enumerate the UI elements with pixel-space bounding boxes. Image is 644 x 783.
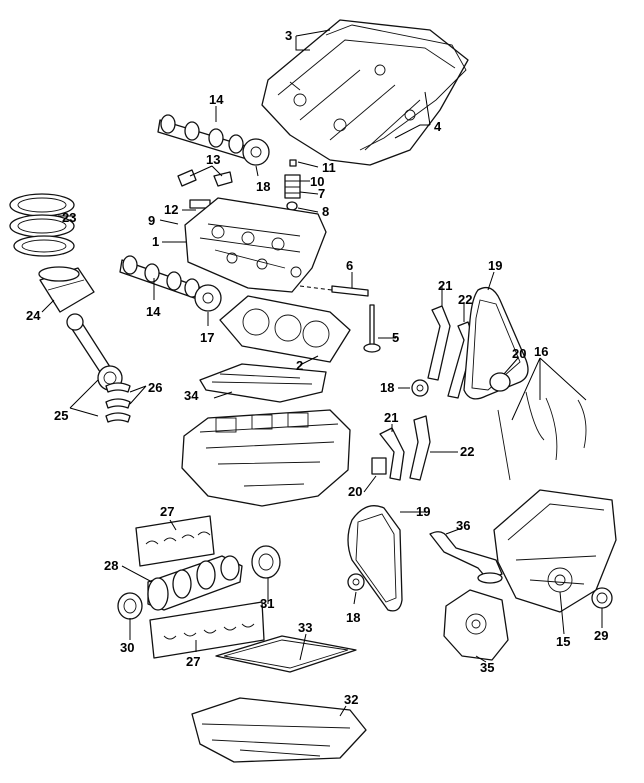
head-bolt [331, 285, 369, 297]
callout-20-upper: 20 [512, 346, 526, 361]
callout-29: 29 [594, 628, 608, 643]
callout-27-upper: 27 [160, 504, 174, 519]
connecting-rod [66, 313, 123, 391]
cylinder-head [184, 197, 327, 293]
timing-chain-lower [347, 505, 403, 612]
callout-18-bottom: 18 [346, 610, 360, 625]
callout-19-lower: 19 [416, 504, 430, 519]
callout-18-top: 18 [256, 179, 270, 194]
sprocket-lower [347, 573, 365, 591]
callout-6: 6 [346, 258, 353, 273]
callout-22-upper: 22 [458, 292, 472, 307]
callout-36: 36 [456, 518, 470, 533]
callout-18-middle: 18 [380, 380, 394, 395]
valve-springs [189, 159, 301, 211]
callout-12: 12 [164, 202, 178, 217]
callout-23: 23 [62, 210, 76, 225]
callout-20-lower: 20 [348, 484, 362, 499]
valve-cover [261, 19, 469, 166]
front-crank-seal [591, 587, 613, 609]
callout-17: 17 [200, 330, 214, 345]
piston [38, 266, 95, 313]
callout-19-upper: 19 [488, 258, 502, 273]
callout-28: 28 [104, 558, 118, 573]
leader-lines [41, 29, 603, 717]
callout-21-upper: 21 [438, 278, 452, 293]
timing-guide-lower [371, 415, 431, 481]
callout-26: 26 [148, 380, 162, 395]
callout-33: 33 [298, 620, 312, 635]
main-bearings-lower [149, 601, 265, 659]
callout-16: 16 [534, 344, 548, 359]
valve-cover-gasket [325, 24, 467, 151]
callout-24: 24 [26, 308, 41, 323]
callout-35: 35 [480, 660, 494, 675]
intake-camshaft-upper [157, 114, 270, 166]
oil-pan [191, 697, 367, 763]
timing-cover-seals [497, 391, 587, 481]
tensioner-upper [411, 372, 511, 397]
crank-pulley [251, 545, 281, 579]
callouts: 3 4 14 13 18 11 10 7 8 12 9 1 23 24 6 14… [26, 28, 608, 707]
callout-31: 31 [260, 596, 274, 611]
callout-7: 7 [318, 186, 325, 201]
engine-block [181, 409, 351, 507]
rear-main-seal [117, 592, 143, 620]
callout-5: 5 [392, 330, 399, 345]
crankshaft [147, 555, 243, 611]
head-gasket [219, 295, 351, 363]
callout-13: 13 [206, 152, 220, 167]
callout-25: 25 [54, 408, 68, 423]
callout-1: 1 [152, 234, 159, 249]
valve [363, 304, 381, 353]
oil-pickup-tube [429, 531, 503, 584]
main-bearings-upper [135, 515, 215, 567]
oil-pump [443, 589, 509, 661]
callout-14-lower: 14 [146, 304, 161, 319]
callout-10: 10 [310, 174, 324, 189]
callout-22-lower: 22 [460, 444, 474, 459]
oil-pan-gasket [215, 635, 357, 673]
callout-15: 15 [556, 634, 570, 649]
callout-4: 4 [434, 119, 442, 134]
callout-3: 3 [285, 28, 292, 43]
callout-9: 9 [148, 213, 155, 228]
callout-11: 11 [322, 160, 336, 175]
callout-14-upper: 14 [209, 92, 224, 107]
callout-2: 2 [296, 358, 303, 373]
callout-32: 32 [344, 692, 358, 707]
callout-27-lower: 27 [186, 654, 200, 669]
exhaust-camshaft-lower [119, 255, 222, 312]
piston-rings [9, 193, 75, 257]
callout-30: 30 [120, 640, 134, 655]
rod-bearings [105, 382, 131, 423]
timing-cover [493, 489, 617, 613]
callout-8: 8 [322, 204, 329, 219]
callout-21-lower: 21 [384, 410, 398, 425]
rocker-followers [177, 169, 233, 187]
callout-34: 34 [184, 388, 199, 403]
